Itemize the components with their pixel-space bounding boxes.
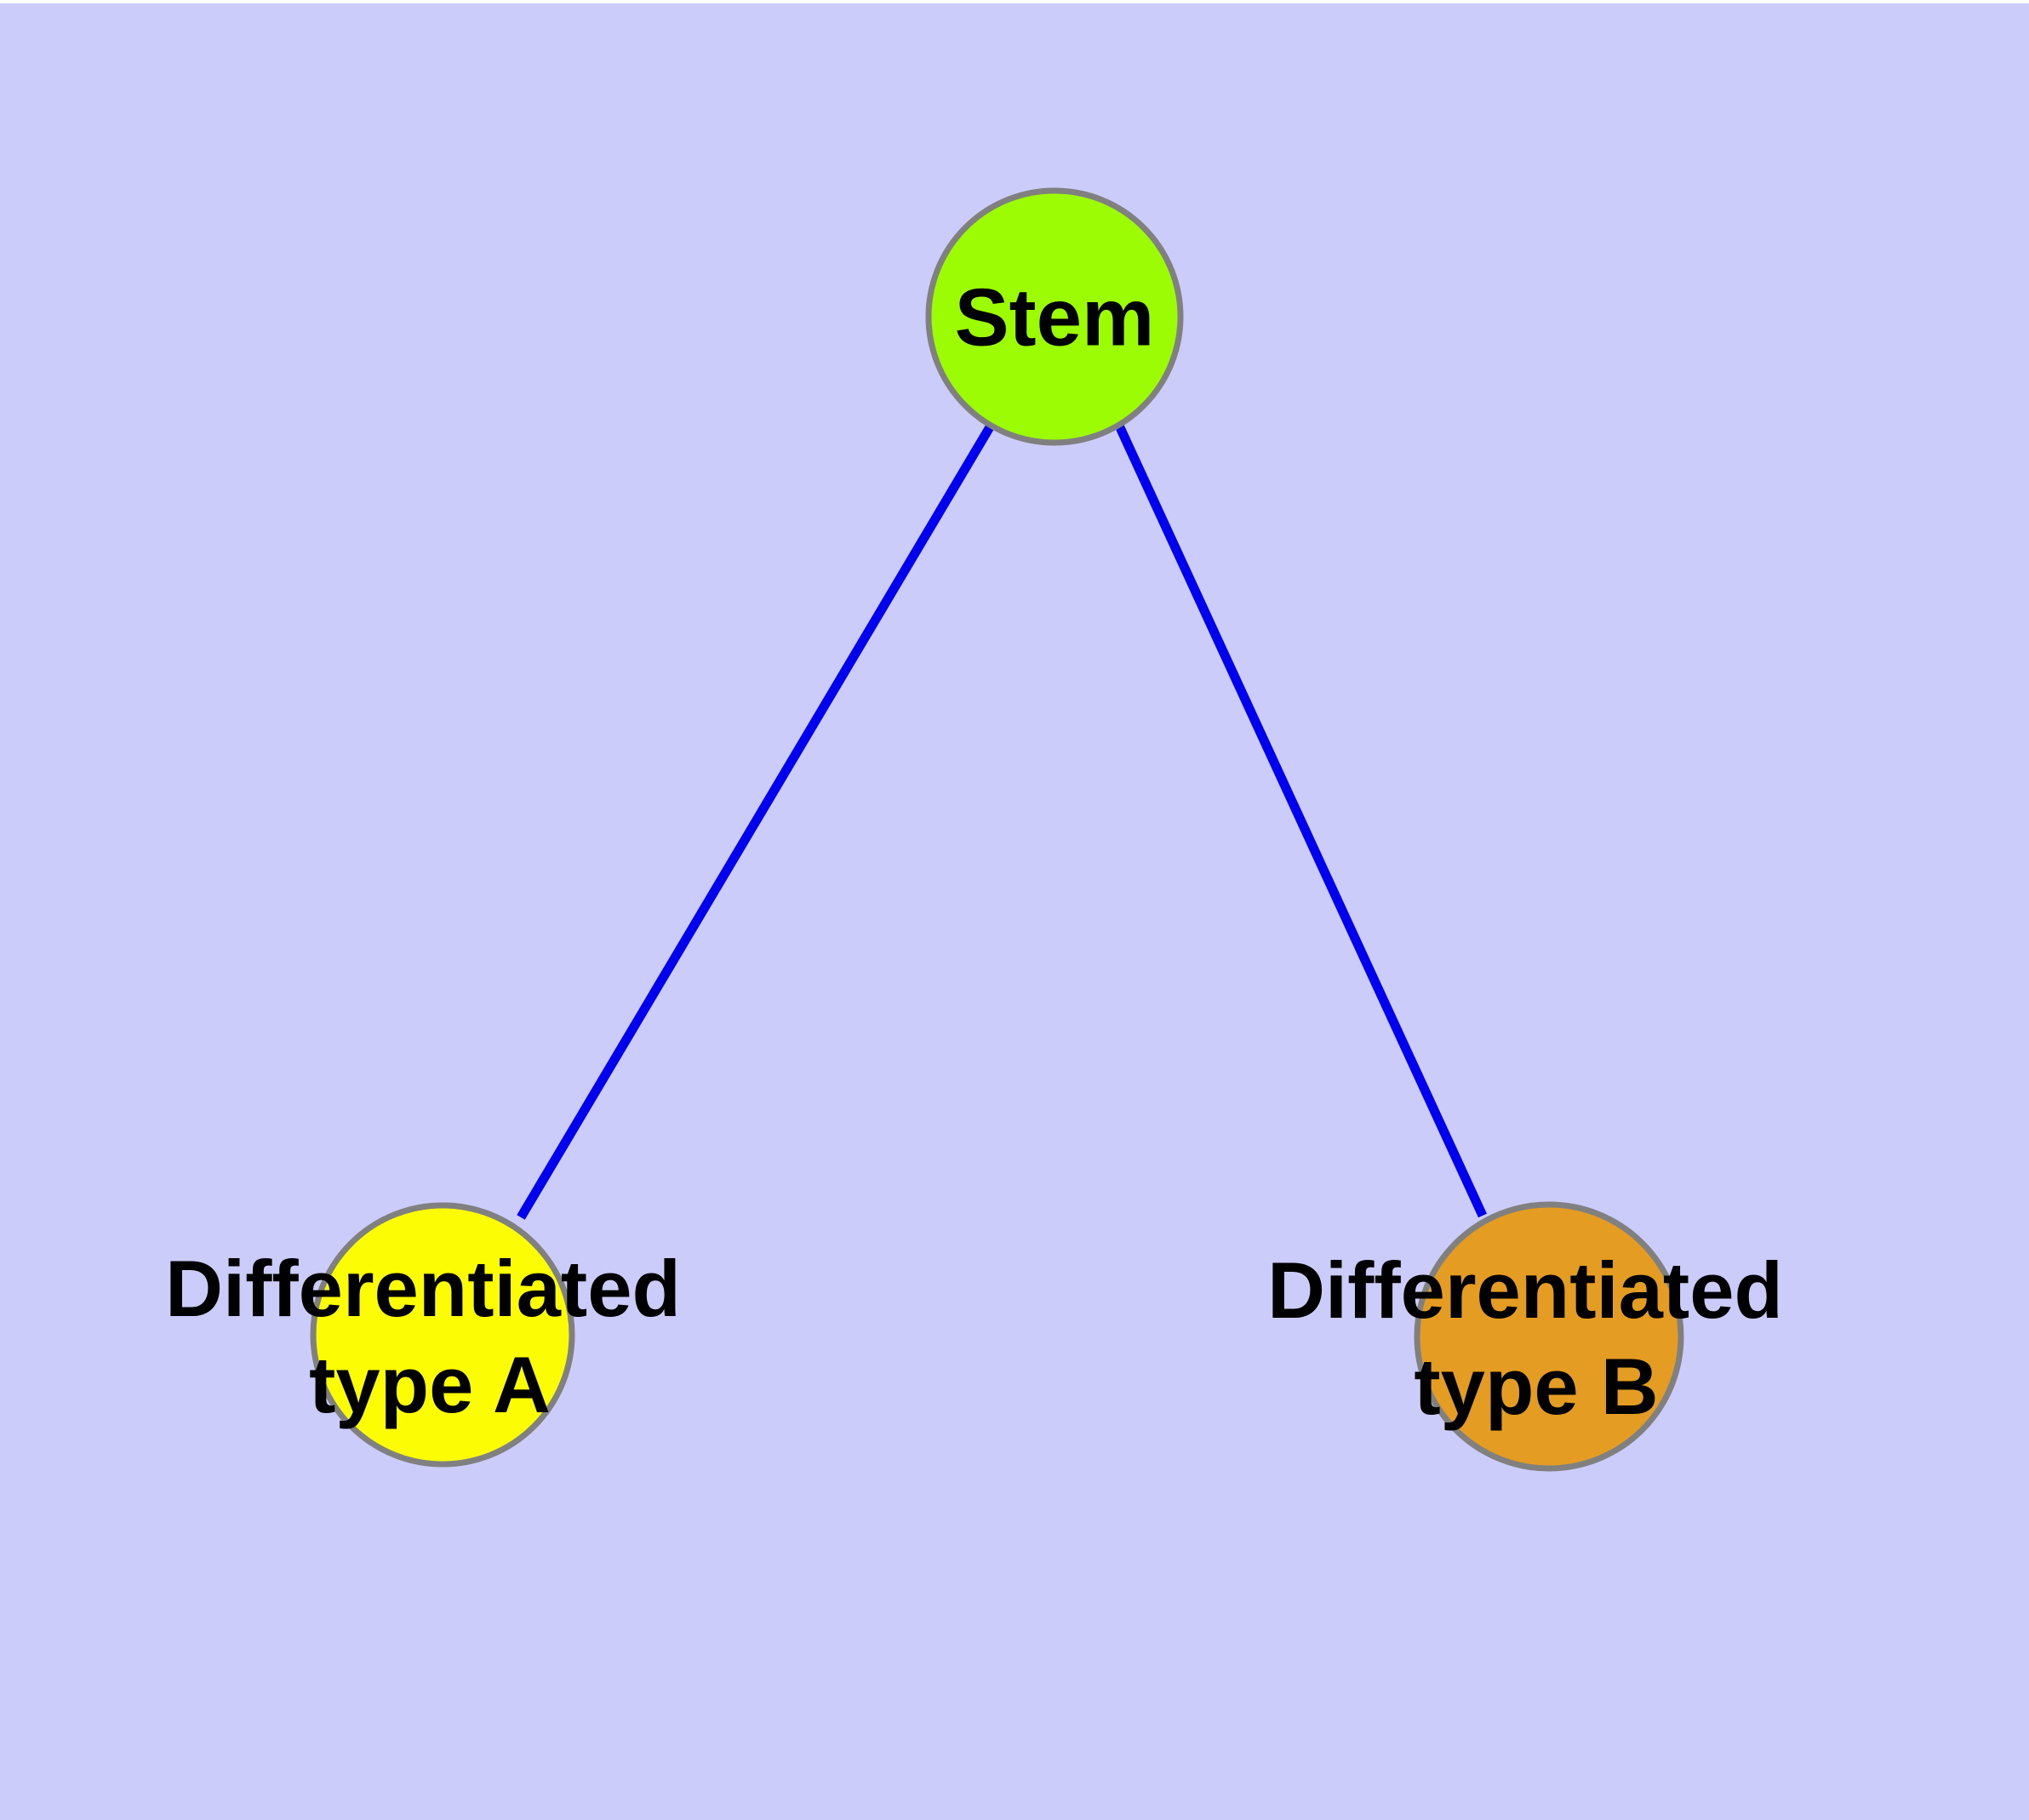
node-stem[interactable]: Stem [925, 187, 1184, 446]
node-layer: Stem [310, 187, 1684, 1472]
node-differentiated-type-a-label-line1: Differentiated [165, 1244, 681, 1333]
edge-stem-to-differentiated-type-a[interactable] [517, 423, 995, 1220]
node-stem-label: Stem [955, 272, 1155, 363]
edge-layer [517, 423, 1487, 1220]
node-differentiated-type-b-label-line1: Differentiated [1267, 1245, 1783, 1335]
label-layer: Differentiated type A Differentiated typ… [165, 1244, 1783, 1431]
node-differentiated-type-a[interactable] [310, 1202, 575, 1468]
node-differentiated-type-b-label-line2: type B [1414, 1342, 1658, 1431]
edge-stem-to-differentiated-type-b[interactable] [1115, 423, 1487, 1218]
node-stem-circle[interactable] [925, 187, 1184, 446]
node-differentiated-type-b-circle[interactable] [1414, 1201, 1684, 1472]
node-differentiated-type-b[interactable] [1414, 1201, 1684, 1472]
node-differentiated-type-a-label-line2: type A [309, 1340, 551, 1429]
node-differentiated-type-a-circle[interactable] [310, 1202, 575, 1468]
